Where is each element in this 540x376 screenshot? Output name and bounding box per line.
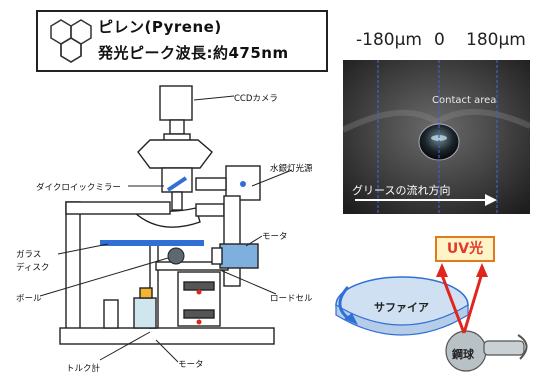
title-line-2: 発光ピーク波長:約475nm [98, 44, 289, 62]
scale-center-label: 0 [434, 30, 445, 50]
sapphire-label: サファイア [374, 301, 429, 314]
dichroic-mirror-label: ダイクロイックミラー [36, 183, 121, 193]
ccd-camera [159, 85, 193, 121]
optics-head [137, 139, 213, 169]
frame-left [65, 201, 81, 343]
lamp-source-dot [240, 181, 246, 187]
motor-top-label: モータ [262, 232, 288, 242]
scale-right-label: 180μm [466, 30, 526, 50]
steel-ball-label: 鋼球 [452, 348, 474, 361]
title-line-1: ピレン(Pyrene) [98, 18, 222, 36]
scale-left-label: -180μm [356, 30, 422, 50]
base [59, 327, 275, 345]
dichroic-mirror [166, 176, 188, 192]
contact-photo-image [343, 60, 530, 214]
sapphire-schematic [335, 263, 528, 372]
glass-disk-label-2: ディスク [16, 263, 50, 273]
contact-area-label: Contact area [432, 95, 497, 106]
pyrene-structure-icon [50, 19, 92, 63]
ball-label: ボール [16, 294, 42, 304]
uv-light-label: UV光 [435, 236, 495, 262]
contact-photo [343, 60, 530, 214]
torque-meter-label: トルク計 [66, 364, 101, 374]
ball [167, 247, 185, 265]
motor-bottom-label: モータ [178, 360, 204, 370]
glass-disk [100, 240, 204, 246]
mercury-lamp-label: 水銀灯光源 [270, 164, 313, 174]
flow-direction-label: グリースの流れ方向 [352, 184, 451, 197]
glass-disk-label-1: ガラス [16, 250, 42, 260]
ccd-camera-label: CCDカメラ [234, 94, 278, 104]
load-cell-label: ロードセル [270, 294, 313, 304]
